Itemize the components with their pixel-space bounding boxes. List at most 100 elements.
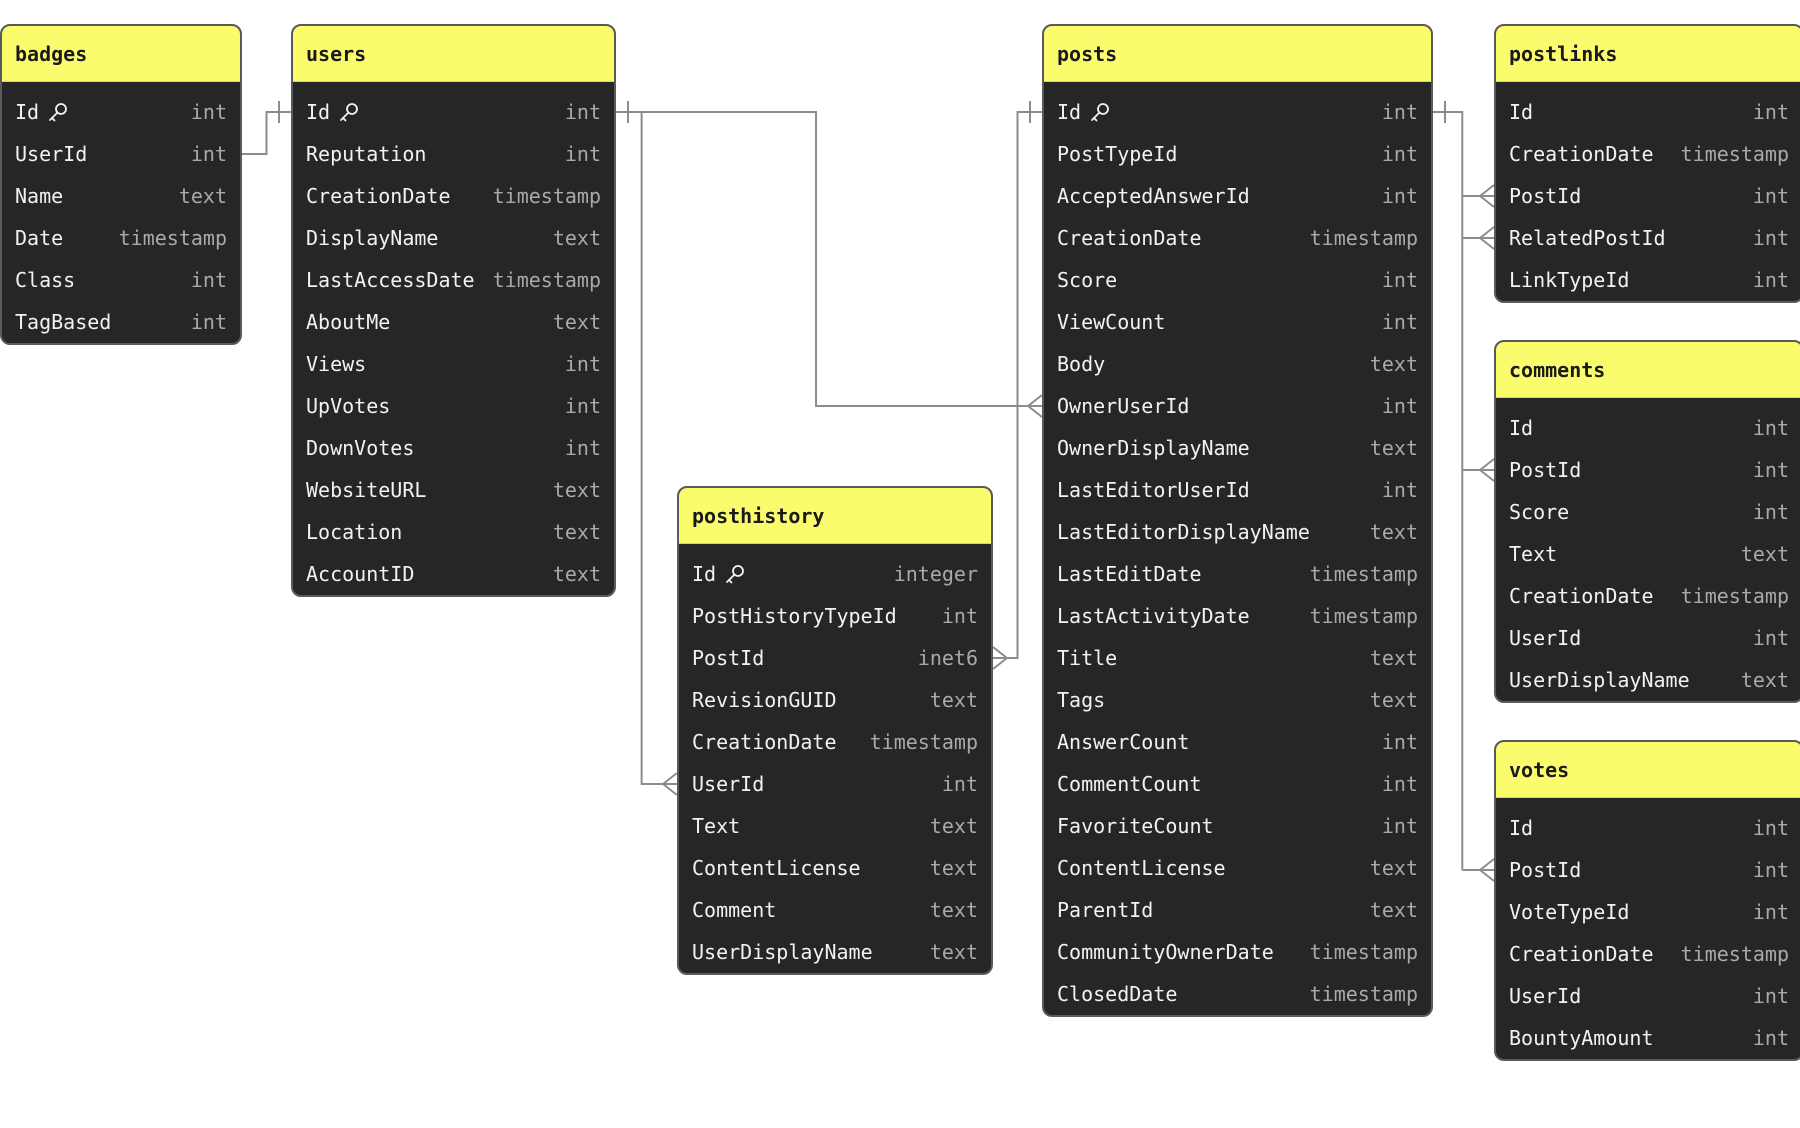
field-left: UserDisplayName	[692, 940, 873, 964]
table-header[interactable]: badges	[2, 26, 240, 82]
field-left: Score	[1057, 268, 1117, 292]
table-header[interactable]: votes	[1496, 742, 1800, 798]
table-header[interactable]: postlinks	[1496, 26, 1800, 82]
table-header[interactable]: comments	[1496, 342, 1800, 398]
field-left: TagBased	[15, 310, 111, 334]
field-type: int	[1752, 100, 1789, 124]
field-type: int	[1381, 268, 1418, 292]
field-row[interactable]: Score int	[1044, 259, 1431, 301]
table-header[interactable]: users	[293, 26, 614, 82]
field-left: Body	[1057, 352, 1105, 376]
field-name: Date	[15, 226, 64, 250]
field-left: PostId	[1509, 858, 1581, 882]
field-name: CreationDate	[692, 730, 837, 754]
many-marker	[1479, 458, 1495, 482]
field-left: PostHistoryTypeId	[692, 604, 897, 628]
table-header[interactable]: posts	[1044, 26, 1431, 82]
field-name: Comment	[692, 898, 777, 922]
field-left: CreationDate	[692, 730, 837, 754]
field-type: timestamp	[1309, 562, 1418, 586]
field-name: VoteTypeId	[1509, 900, 1630, 924]
field-name: RelatedPostId	[1509, 226, 1666, 250]
field-type: int	[1752, 268, 1789, 292]
field-row[interactable]: VoteTypeId int	[1496, 891, 1800, 933]
field-type: int	[1752, 900, 1789, 924]
table-header[interactable]: posthistory	[679, 488, 991, 544]
